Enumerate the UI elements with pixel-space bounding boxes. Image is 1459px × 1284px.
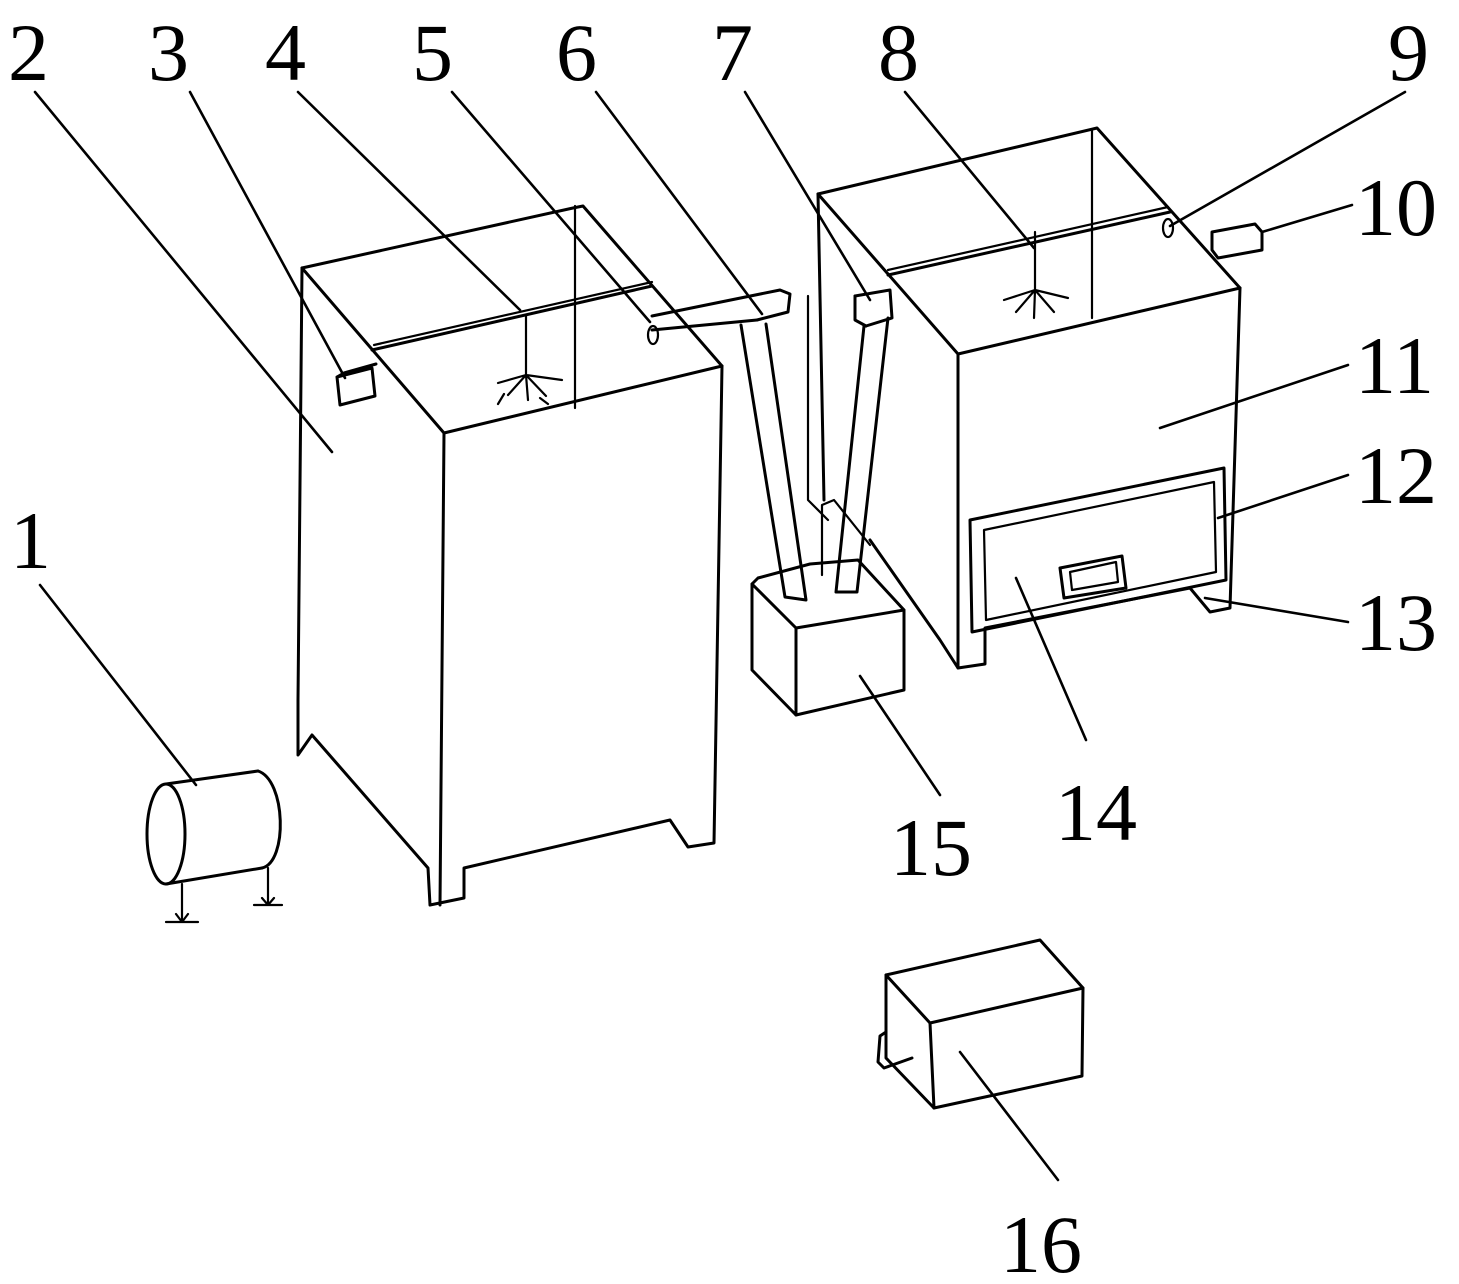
callout-6: 6: [556, 7, 597, 98]
box-16: [876, 938, 1085, 1110]
callout-4: 4: [265, 7, 306, 98]
callout-11: 11: [1355, 320, 1434, 411]
leader-lines: [33, 90, 1407, 1182]
motor-cylinder: [145, 769, 284, 924]
callout-3: 3: [148, 7, 189, 98]
callout-labels: 1 2 3 4 5 6 7 8 9 10 11 12 13 14 15 16: [8, 7, 1437, 1284]
callout-14: 14: [1055, 767, 1137, 858]
box-15: [750, 498, 906, 717]
callout-8: 8: [878, 7, 919, 98]
callout-12: 12: [1355, 430, 1437, 521]
right-tank: [816, 126, 1264, 670]
callout-1: 1: [10, 495, 51, 586]
callout-5: 5: [412, 7, 453, 98]
left-tank: [296, 204, 724, 907]
callout-16: 16: [1000, 1199, 1082, 1284]
callout-10: 10: [1355, 162, 1437, 253]
callout-2: 2: [8, 7, 49, 98]
callout-15: 15: [890, 802, 972, 893]
pipes: [650, 288, 894, 602]
callout-7: 7: [712, 7, 753, 98]
callout-13: 13: [1355, 577, 1437, 668]
callout-9: 9: [1388, 7, 1429, 98]
